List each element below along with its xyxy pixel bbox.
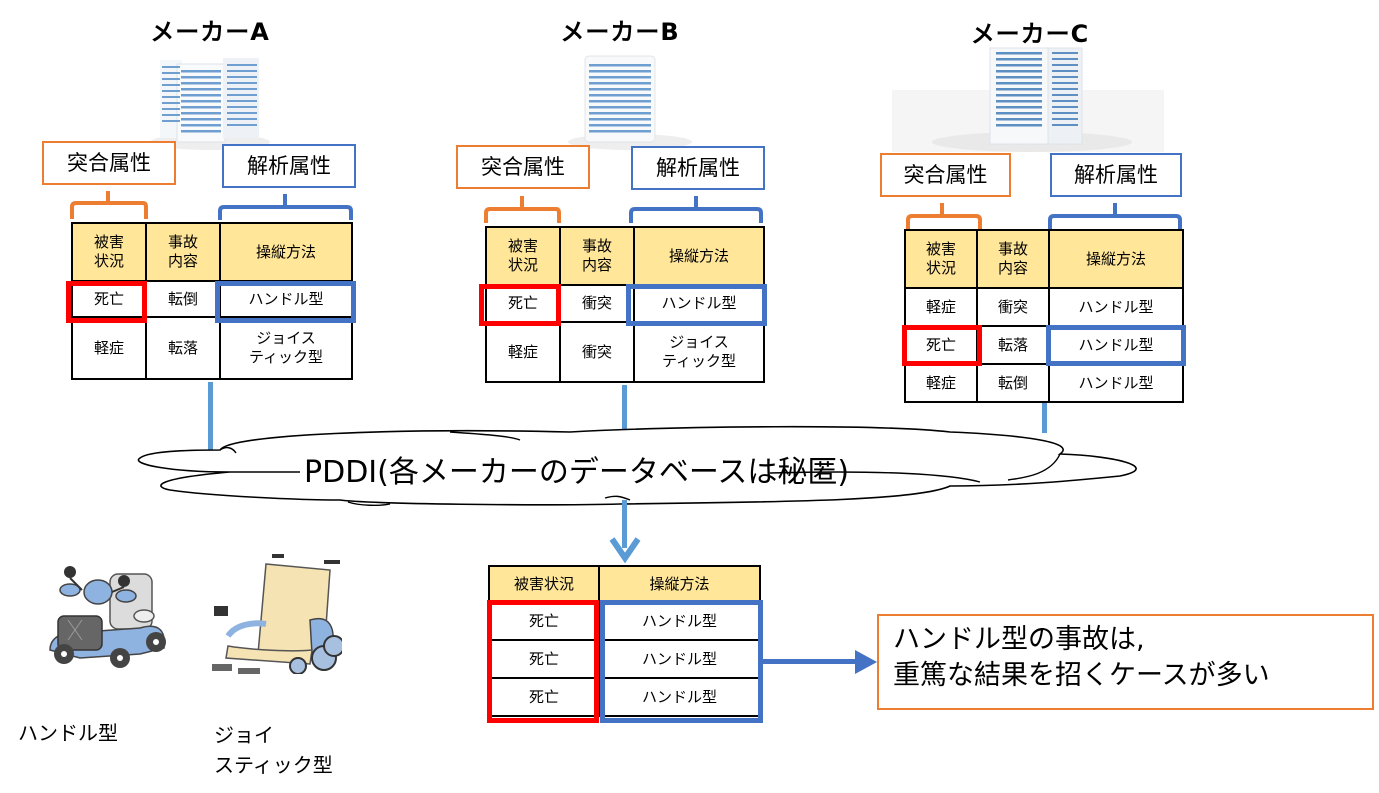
cell-accident: 衝突 [559,321,635,383]
match-attribute-label-c: 突合属性 [880,153,1011,197]
table-row: 軽症 衝突 ジョイス ティック型 [485,321,765,383]
header-damage: 被害 状況 [71,222,147,282]
header-accident: 事故 内容 [559,226,635,286]
cell-accident: 衝突 [559,284,635,323]
cell-damage: 軽症 [904,363,978,403]
handle-type-label: ハンドル型 [18,721,118,745]
maker-c-table: 被害 状況 事故 内容 操縦方法 軽症 衝突 ハンドル型 死亡 転落 ハンドル型… [904,229,1184,403]
analysis-bracket-b [629,196,763,223]
cell-damage: 軽症 [485,321,561,383]
analysis-attribute-label-a: 解析属性 [222,144,356,188]
table-row: 軽症 衝突 ハンドル型 [904,287,1184,327]
header-damage: 被害 状況 [904,229,978,289]
highlight-match-a [66,281,147,323]
highlight-result-operation [600,600,763,723]
cell-damage: 死亡 [488,677,600,717]
table-row: 死亡 ハンドル型 [488,601,761,641]
highlight-analysis-a [215,281,356,323]
table-row: 死亡 転落 ハンドル型 [904,325,1184,365]
table-row: 死亡 ハンドル型 [488,677,761,717]
connector-a [208,382,213,459]
building-icon [150,58,270,150]
cell-damage: 軽症 [71,316,147,380]
connector-b [622,385,627,435]
header-damage: 被害状況 [488,565,600,603]
analysis-bracket-c [1048,203,1182,229]
building-icon [568,55,692,150]
header-operation: 操縦方法 [219,222,353,282]
down-arrow-shaft [622,500,627,548]
cell-damage: 軽症 [904,287,978,327]
cell-accident: 転落 [976,325,1050,365]
highlight-match-b [479,284,561,326]
match-attribute-label-b: 突合属性 [456,145,590,189]
conclusion-box: ハンドル型の事故は, 重篤な結果を招くケースが多い [877,614,1374,710]
header-accident: 事故 内容 [976,229,1050,289]
highlight-match-c [902,325,982,366]
table-row: 軽症 転落 ジョイス ティック型 [71,316,353,380]
highlight-analysis-c [1046,325,1186,366]
header-operation: 操縦方法 [633,226,765,286]
pddi-label: PDDI(各メーカーのデータベースは秘匿) [304,455,850,490]
connector-c [1042,403,1047,433]
table-row: 軽症 転倒 ハンドル型 [904,363,1184,403]
maker-b-title: メーカーB [560,18,680,46]
analysis-attribute-label-b: 解析属性 [631,146,765,190]
cell-operation: ジョイス ティック型 [633,321,765,383]
cell-accident: 転倒 [976,363,1050,403]
cell-accident: 転倒 [145,280,221,318]
cell-operation: ハンドル型 [598,677,761,717]
joystick-type-label: ジョイ スティック型 [214,720,333,780]
cell-accident: 転落 [145,316,221,380]
maker-b-table: 被害 状況 事故 内容 操縦方法 死亡 衝突 ハンドル型 軽症 衝突 ジョイス … [485,226,765,383]
joystick-type-label-line-1: ジョイ [214,723,274,747]
down-arrow-icon [609,537,641,564]
highlight-result-damage [487,600,599,723]
cell-operation: ハンドル型 [1048,363,1184,403]
cell-damage: 死亡 [488,601,600,641]
highlight-analysis-b [626,284,767,326]
joystick-type-label-line-2: スティック型 [214,753,333,777]
cell-accident: 衝突 [976,287,1050,327]
match-bracket-b [484,196,561,223]
conclusion-line-1: ハンドル型の事故は, [893,624,1145,655]
pddi-cloud [137,425,1137,507]
conclusion-line-2: 重篤な結果を招くケースが多い [893,660,1270,691]
right-arrow-shaft [762,659,862,664]
cell-operation: ハンドル型 [598,601,761,641]
header-damage: 被害 状況 [485,226,561,286]
maker-c-title: メーカーC [970,20,1090,48]
match-attribute-label-a: 突合属性 [42,141,176,185]
match-bracket-a [70,191,148,219]
analysis-bracket-a [218,194,353,220]
building-icon [892,47,1164,152]
maker-a-title: メーカーA [150,18,270,46]
header-accident: 事故 内容 [145,222,221,282]
match-bracket-c [906,203,982,230]
result-table: 被害状況 操縦方法 死亡 ハンドル型 死亡 ハンドル型 死亡 ハンドル型 [488,565,761,717]
joystick-wheelchair-icon [212,554,342,674]
handle-type-scooter-icon [49,566,166,668]
right-arrow-icon [855,650,877,674]
analysis-attribute-label-c: 解析属性 [1050,153,1182,197]
maker-a-table: 被害 状況 事故 内容 操縦方法 死亡 転倒 ハンドル型 軽症 転落 ジョイス … [71,222,353,380]
header-operation: 操縦方法 [1048,229,1184,289]
cell-operation: ジョイス ティック型 [219,316,353,380]
header-operation: 操縦方法 [598,565,761,603]
cell-operation: ハンドル型 [1048,287,1184,327]
table-row: 死亡 衝突 ハンドル型 [485,284,765,323]
